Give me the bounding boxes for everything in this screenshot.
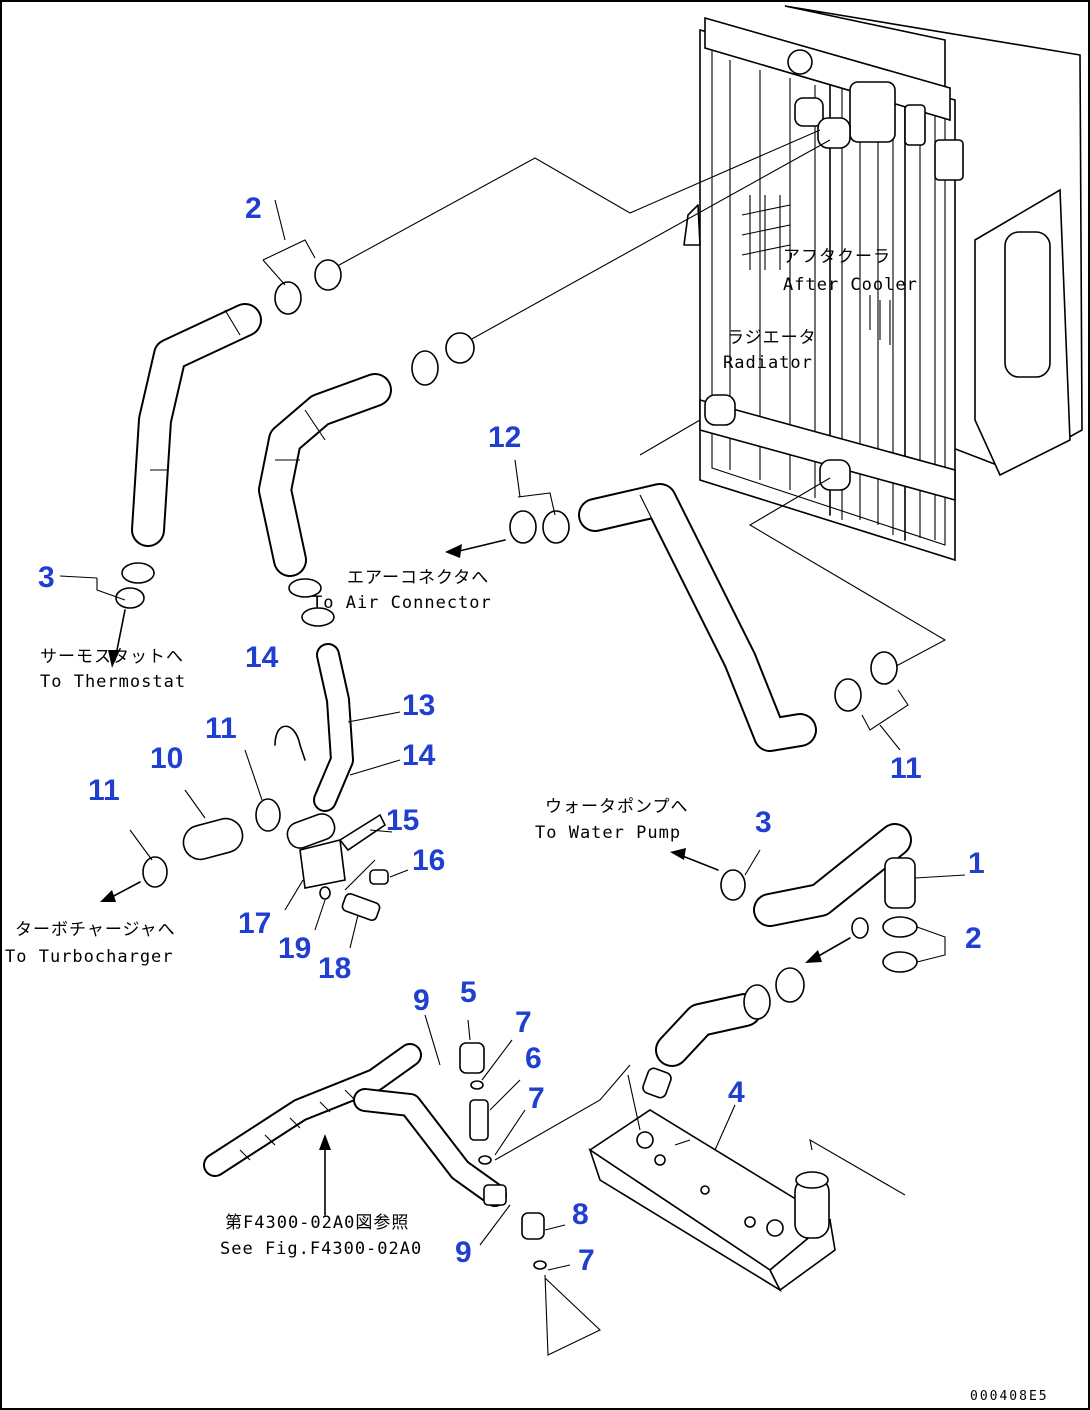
water-pump-hose-group [670, 823, 966, 973]
radiator-label-en: Radiator [723, 353, 813, 373]
callout-18: 18 [318, 952, 351, 985]
clamp-12a [509, 510, 537, 544]
callout-13: 13 [402, 689, 435, 722]
callout-14: 14 [245, 641, 279, 674]
callout-7: 7 [578, 1244, 595, 1277]
upper-left-hose [59, 199, 342, 668]
callout-2: 2 [245, 192, 262, 225]
callout-11: 11 [88, 774, 120, 807]
callout-8: 8 [572, 1198, 589, 1231]
clamp-11b [870, 651, 898, 685]
clamp-3a [121, 562, 155, 584]
aftercooler-label-jp: アフタクーラ [783, 247, 891, 267]
callout-11: 11 [205, 712, 237, 745]
connection-lines [329, 129, 947, 673]
drawing-code: 000408E5 [970, 1389, 1049, 1404]
water-pump-label-en: To Water Pump [535, 823, 681, 843]
callout-5: 5 [460, 976, 477, 1009]
callout-16: 16 [412, 844, 445, 877]
bypass-hose-group [274, 643, 409, 949]
aftercooler-mesh-icon [741, 195, 891, 345]
callout-3: 3 [755, 806, 772, 839]
aftercooler-label-en: After Cooler [783, 275, 918, 295]
callout-3: 3 [38, 561, 55, 594]
radiator-assembly: アフタクーラ After Cooler ラジエータ Radiator [683, 5, 1083, 562]
radiator-label-jp: ラジエータ [727, 328, 817, 348]
right-lower-hose [509, 459, 909, 752]
turbo-hose-group [100, 749, 281, 902]
callout-12: 12 [488, 421, 521, 454]
thermostat-label-jp: サーモスタットへ [40, 647, 184, 667]
callout-10: 10 [150, 742, 183, 775]
callout-19: 19 [278, 932, 311, 965]
harness-group [203, 1014, 631, 1356]
callout-7: 7 [515, 1006, 532, 1039]
callout-numbers: 1 2 2 3 3 4 5 6 7 7 7 8 9 9 10 11 11 11 … [38, 192, 985, 1277]
turbo-label-jp: ターボチャージャへ [15, 920, 176, 940]
clamp-2a [274, 281, 302, 315]
middle-hose [258, 332, 506, 627]
turbo-label-en: To Turbocharger [5, 947, 174, 967]
callout-2: 2 [965, 922, 982, 955]
callout-9: 9 [413, 984, 430, 1017]
callout-1: 1 [968, 847, 985, 880]
water-pump-label-jp: ウォータポンプへ [545, 797, 689, 817]
cooler-group [588, 967, 906, 1293]
see-fig-label-jp: 第F4300-02A0図参照 [225, 1213, 409, 1233]
clamp-12b [542, 510, 570, 544]
clamp-2b [314, 259, 342, 291]
thermostat-label-en: To Thermostat [40, 672, 186, 692]
callout-4: 4 [728, 1076, 745, 1109]
callout-9: 9 [455, 1236, 472, 1269]
callout-6: 6 [525, 1042, 542, 1075]
air-connector-label-jp: エアーコネクタへ [347, 568, 489, 588]
see-fig-label-en: See Fig.F4300-02A0 [220, 1239, 422, 1259]
callout-15: 15 [386, 804, 419, 837]
callout-11: 11 [890, 752, 922, 785]
air-connector-label-en: To Air Connector [312, 593, 492, 613]
callout-17: 17 [238, 907, 271, 940]
clamp-11a [834, 678, 862, 712]
callout-7: 7 [528, 1082, 545, 1115]
callout-14: 14 [402, 739, 436, 772]
